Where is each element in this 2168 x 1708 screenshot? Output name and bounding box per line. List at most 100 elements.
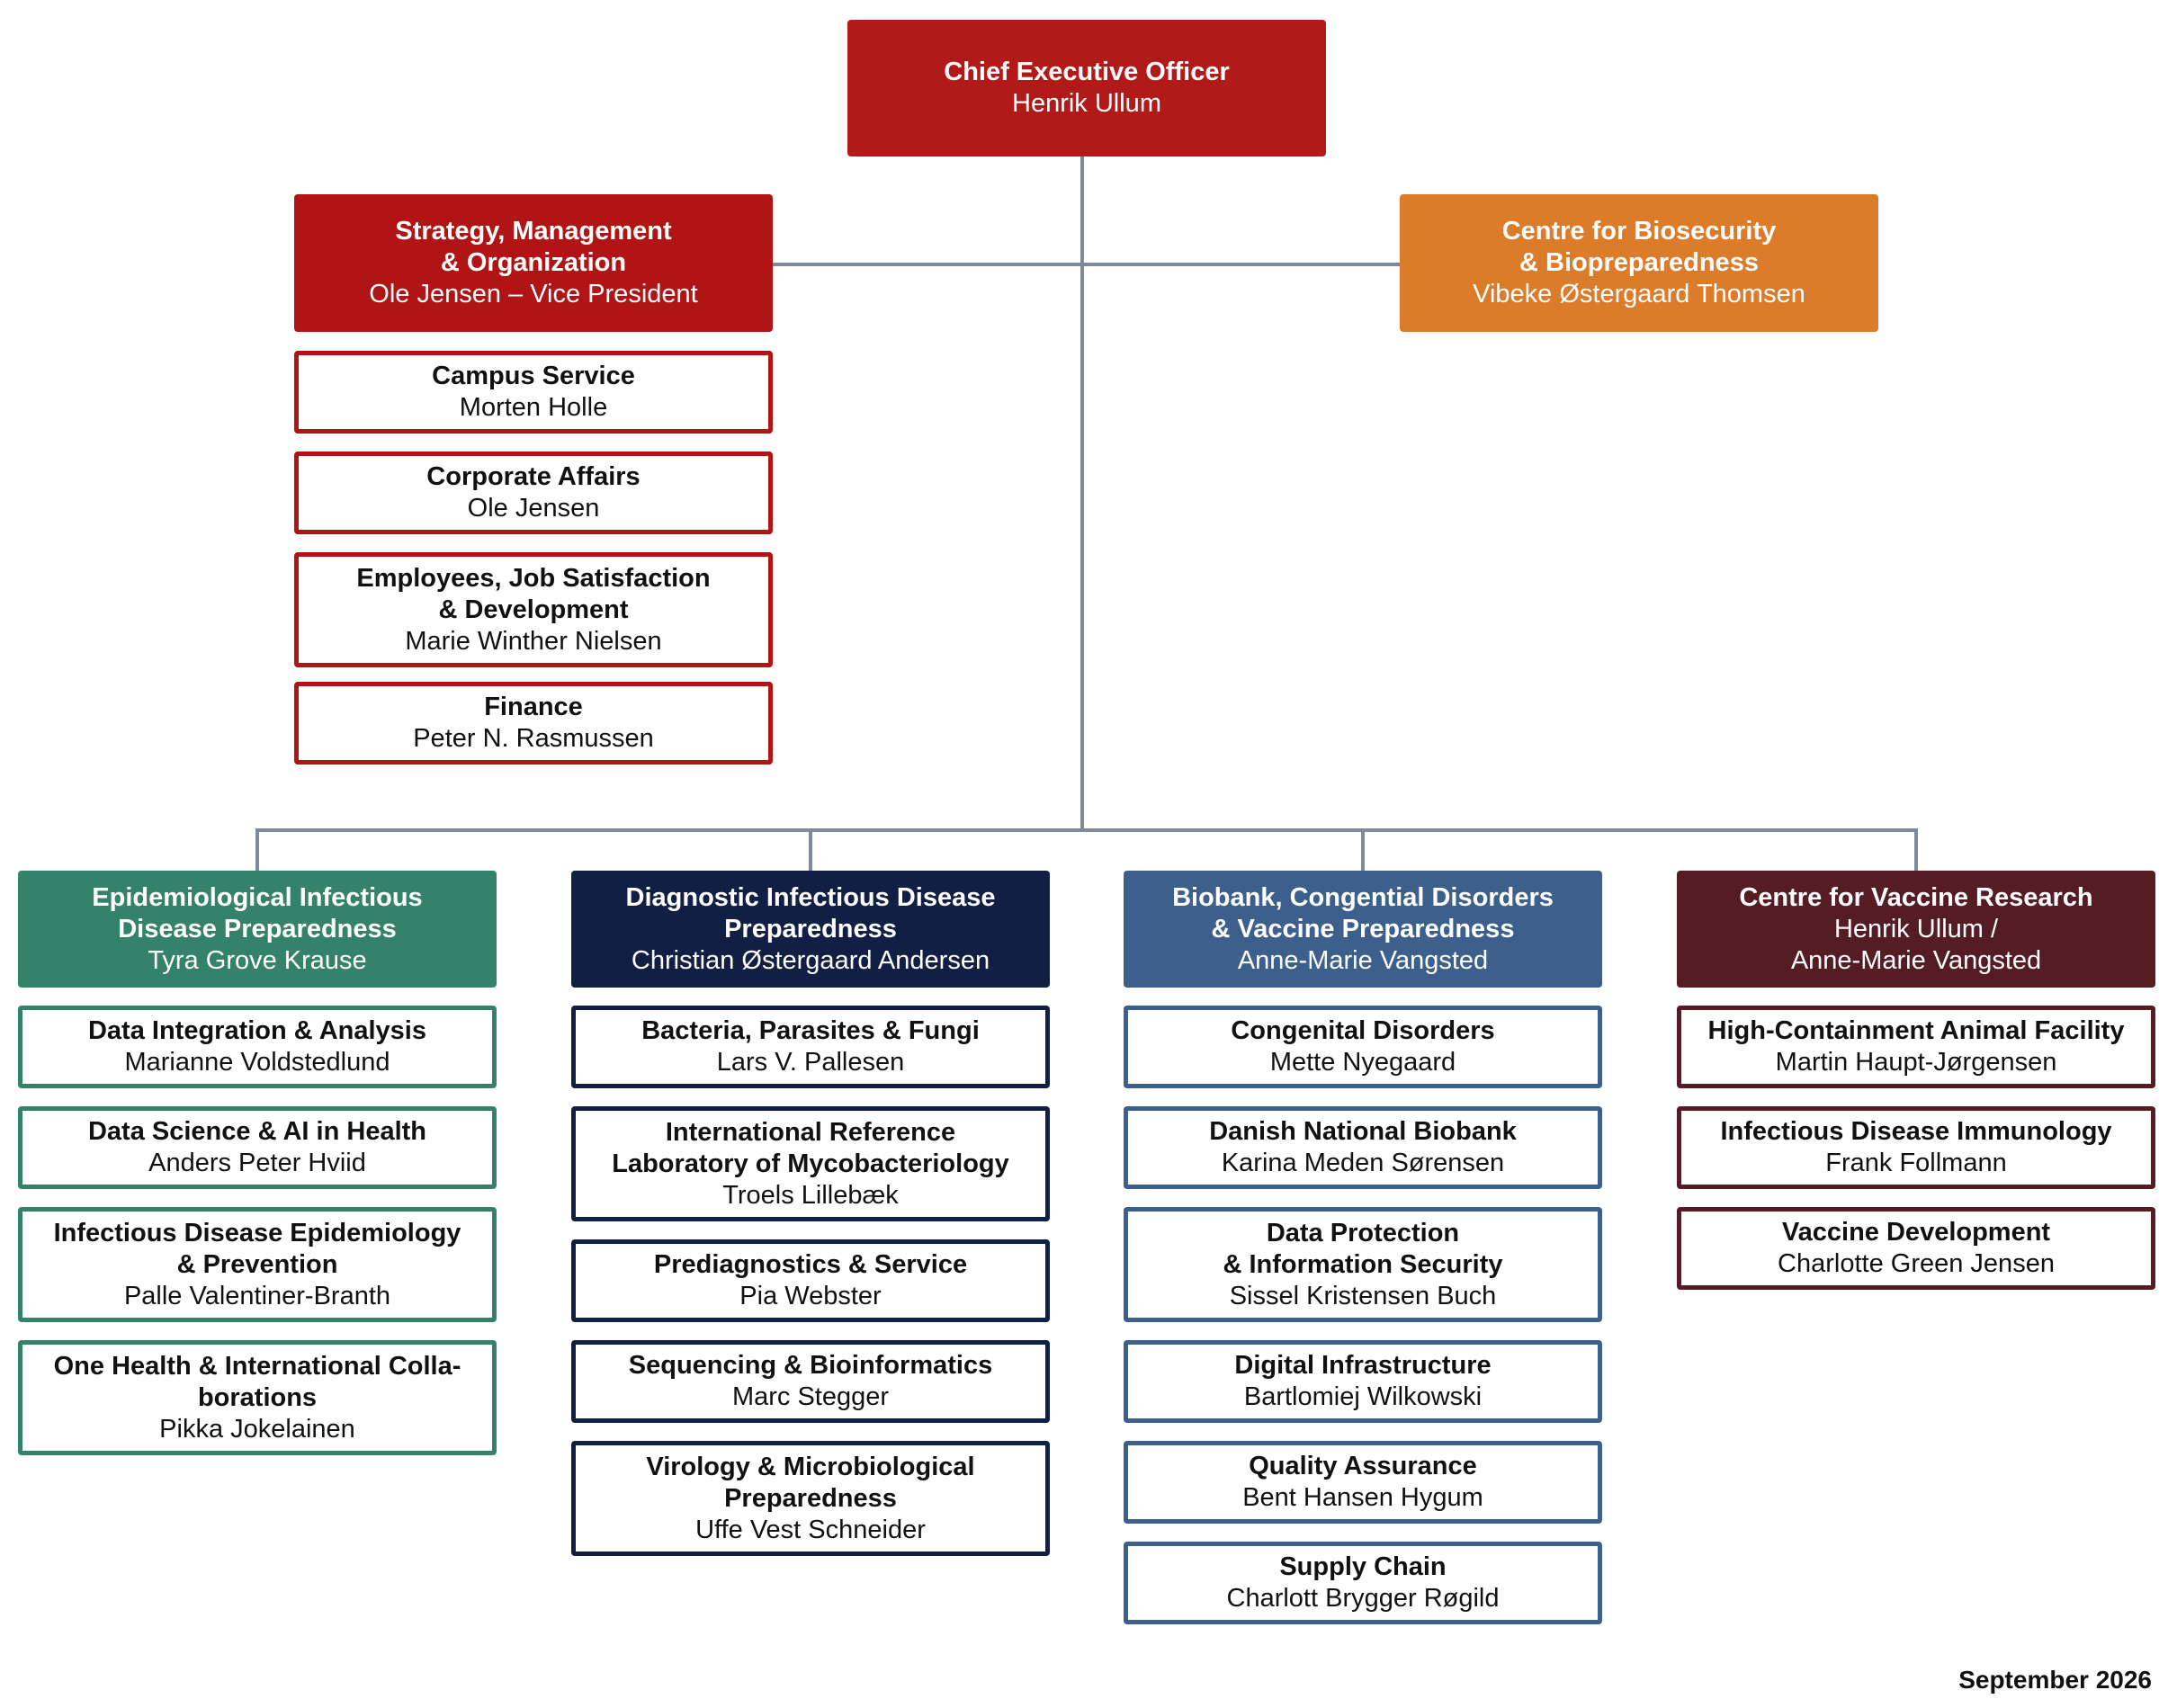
box-person: Marie Winther Nielsen xyxy=(405,626,662,656)
box-title: Vaccine Development xyxy=(1781,1218,2051,1247)
box-title: Infectious Disease Immunology xyxy=(1720,1117,2112,1146)
box-title: Quality Assurance xyxy=(1249,1452,1477,1480)
box-person: Anne-Marie Vangsted xyxy=(1237,945,1489,975)
box-title: Disease Preparedness xyxy=(118,914,397,943)
box-title: & Organization xyxy=(440,248,627,277)
box-person: Morten Holle xyxy=(459,393,608,422)
box-person: Charlotte Green Jensen xyxy=(1778,1249,2055,1278)
box-title: Campus Service xyxy=(432,362,635,390)
box-person: Frank Follmann xyxy=(1825,1149,2007,1177)
box-title: Bacteria, Parasites & Fungi xyxy=(641,1016,980,1045)
box-person: Pia Webster xyxy=(739,1282,882,1310)
box-title: Prediagnostics & Service xyxy=(653,1250,968,1279)
box-person: Vibeke Østergaard Thomsen xyxy=(1473,280,1805,309)
connector-main-trunk xyxy=(1080,155,1084,831)
box-title: Preparedness xyxy=(724,1483,897,1513)
box-title: Danish National Biobank xyxy=(1209,1117,1517,1146)
box-person: Anne-Marie Vangsted xyxy=(1790,945,2042,975)
connector-staff-line xyxy=(772,263,1402,266)
box-person: Uffe Vest Schneider xyxy=(695,1515,926,1544)
box-person: Christian Østergaard Andersen xyxy=(631,945,990,975)
box-title: Epidemiological Infectious xyxy=(92,882,423,912)
box-person: Lars V. Pallesen xyxy=(716,1048,905,1077)
box-title: Laboratory of Mycobacteriology xyxy=(612,1149,1009,1178)
box-title: & Development xyxy=(438,595,629,624)
box-title: Supply Chain xyxy=(1279,1552,1447,1581)
box-person: Karina Meden Sørensen xyxy=(1221,1149,1505,1177)
box-person: Ole Jensen – Vice President xyxy=(369,280,698,309)
box-person: Ole Jensen xyxy=(467,494,600,523)
box-person: Henrik Ullum xyxy=(1012,89,1161,118)
box-title: Digital Infrastructure xyxy=(1234,1351,1492,1380)
box-title: Infectious Disease Epidemiology xyxy=(53,1218,461,1247)
box-person: Bent Hansen Hygum xyxy=(1242,1483,1483,1512)
box-title: Data Protection xyxy=(1266,1218,1460,1247)
box-title: Congenital Disorders xyxy=(1231,1016,1495,1045)
box-title: & Prevention xyxy=(176,1249,338,1279)
box-person: Marc Stegger xyxy=(731,1382,890,1411)
unit-box: Infectious Disease Epidemiology& Prevent… xyxy=(18,1207,497,1322)
connector-division-drop xyxy=(255,828,259,871)
date-label: September 2026 xyxy=(1958,1666,2152,1694)
box-title: Chief Executive Officer xyxy=(944,58,1230,86)
box-person: Marianne Voldstedlund xyxy=(124,1048,390,1077)
box-title: Centre for Biosecurity xyxy=(1501,217,1777,246)
box-person: Sissel Kristensen Buch xyxy=(1229,1281,1497,1310)
box-title: & Vaccine Preparedness xyxy=(1211,914,1515,943)
connector-division-drop xyxy=(1914,828,1918,871)
box-person: Anders Peter Hviid xyxy=(148,1149,366,1177)
box-title: One Health & International Colla- xyxy=(53,1351,461,1381)
connector-division-bar xyxy=(259,828,1914,832)
box-title: International Reference xyxy=(665,1117,956,1147)
connector-division-drop xyxy=(809,828,812,871)
box-person: Henrik Ullum / xyxy=(1833,914,1999,943)
box-title: & Biopreparedness xyxy=(1519,248,1759,277)
box-title: Corporate Affairs xyxy=(426,462,641,491)
box-person: Pikka Jokelainen xyxy=(159,1414,355,1444)
box-person: Mette Nyegaard xyxy=(1269,1048,1456,1077)
box-person: Troels Lillebæk xyxy=(722,1180,899,1210)
box-person: Palle Valentiner-Branth xyxy=(123,1281,391,1310)
connector-division-drop xyxy=(1361,828,1365,871)
box-person: Bartlomiej Wilkowski xyxy=(1243,1382,1483,1411)
box-title: Diagnostic Infectious Disease xyxy=(625,882,996,912)
box-title: Biobank, Congential Disorders xyxy=(1172,882,1554,912)
box-title: Employees, Job Satisfaction xyxy=(356,563,711,593)
box-title: Data Science & AI in Health xyxy=(87,1117,427,1146)
box-title: borations xyxy=(197,1382,318,1412)
box-title: Preparedness xyxy=(724,914,897,943)
unit-box: One Health & International Colla-boratio… xyxy=(18,1340,497,1455)
box-person: Peter N. Rasmussen xyxy=(413,724,654,753)
box-title: Data Integration & Analysis xyxy=(87,1016,426,1045)
box-title: Strategy, Management xyxy=(395,217,672,246)
division-box: Biobank, Congential Disorders& Vaccine P… xyxy=(1124,871,1602,988)
box-title: & Information Security xyxy=(1223,1249,1503,1279)
box-person: Martin Haupt-Jørgensen xyxy=(1775,1048,2057,1077)
box-title: Virology & Microbiological xyxy=(646,1452,975,1481)
